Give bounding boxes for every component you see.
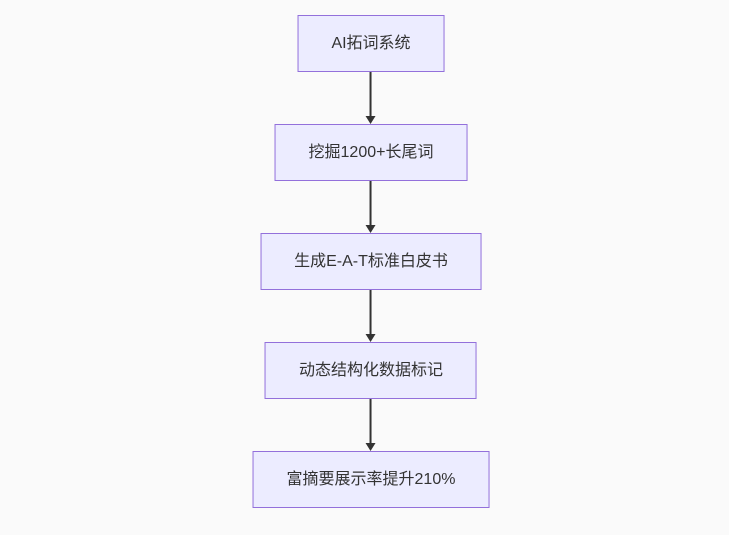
flow-arrow-1	[366, 72, 376, 124]
arrow-down-icon	[366, 225, 376, 233]
flow-node-label: AI拓词系统	[331, 34, 411, 52]
flow-node-label: 富摘要展示率提升210%	[286, 470, 456, 488]
arrow-line	[370, 72, 372, 116]
flow-node-longtail-mining: 挖掘1200+长尾词	[274, 124, 468, 181]
arrow-line	[370, 290, 372, 334]
flowchart: AI拓词系统 挖掘1200+长尾词 生成E-A-T标准白皮书 动态结构化数据标记…	[252, 15, 490, 508]
arrow-down-icon	[366, 116, 376, 124]
flow-node-rich-snippet-rate: 富摘要展示率提升210%	[252, 451, 490, 508]
arrow-down-icon	[366, 443, 376, 451]
flow-arrow-4	[366, 399, 376, 451]
flow-node-label: 挖掘1200+长尾词	[308, 143, 434, 161]
flow-arrow-3	[366, 290, 376, 342]
arrow-line	[370, 399, 372, 443]
flow-node-label: 生成E-A-T标准白皮书	[294, 252, 448, 270]
flow-node-label: 动态结构化数据标记	[298, 361, 443, 379]
flow-node-eat-whitepaper: 生成E-A-T标准白皮书	[260, 233, 482, 290]
flow-node-ai-keyword-system: AI拓词系统	[297, 15, 445, 72]
arrow-down-icon	[366, 334, 376, 342]
flow-node-structured-data-markup: 动态结构化数据标记	[264, 342, 477, 399]
arrow-line	[370, 181, 372, 225]
flow-arrow-2	[366, 181, 376, 233]
